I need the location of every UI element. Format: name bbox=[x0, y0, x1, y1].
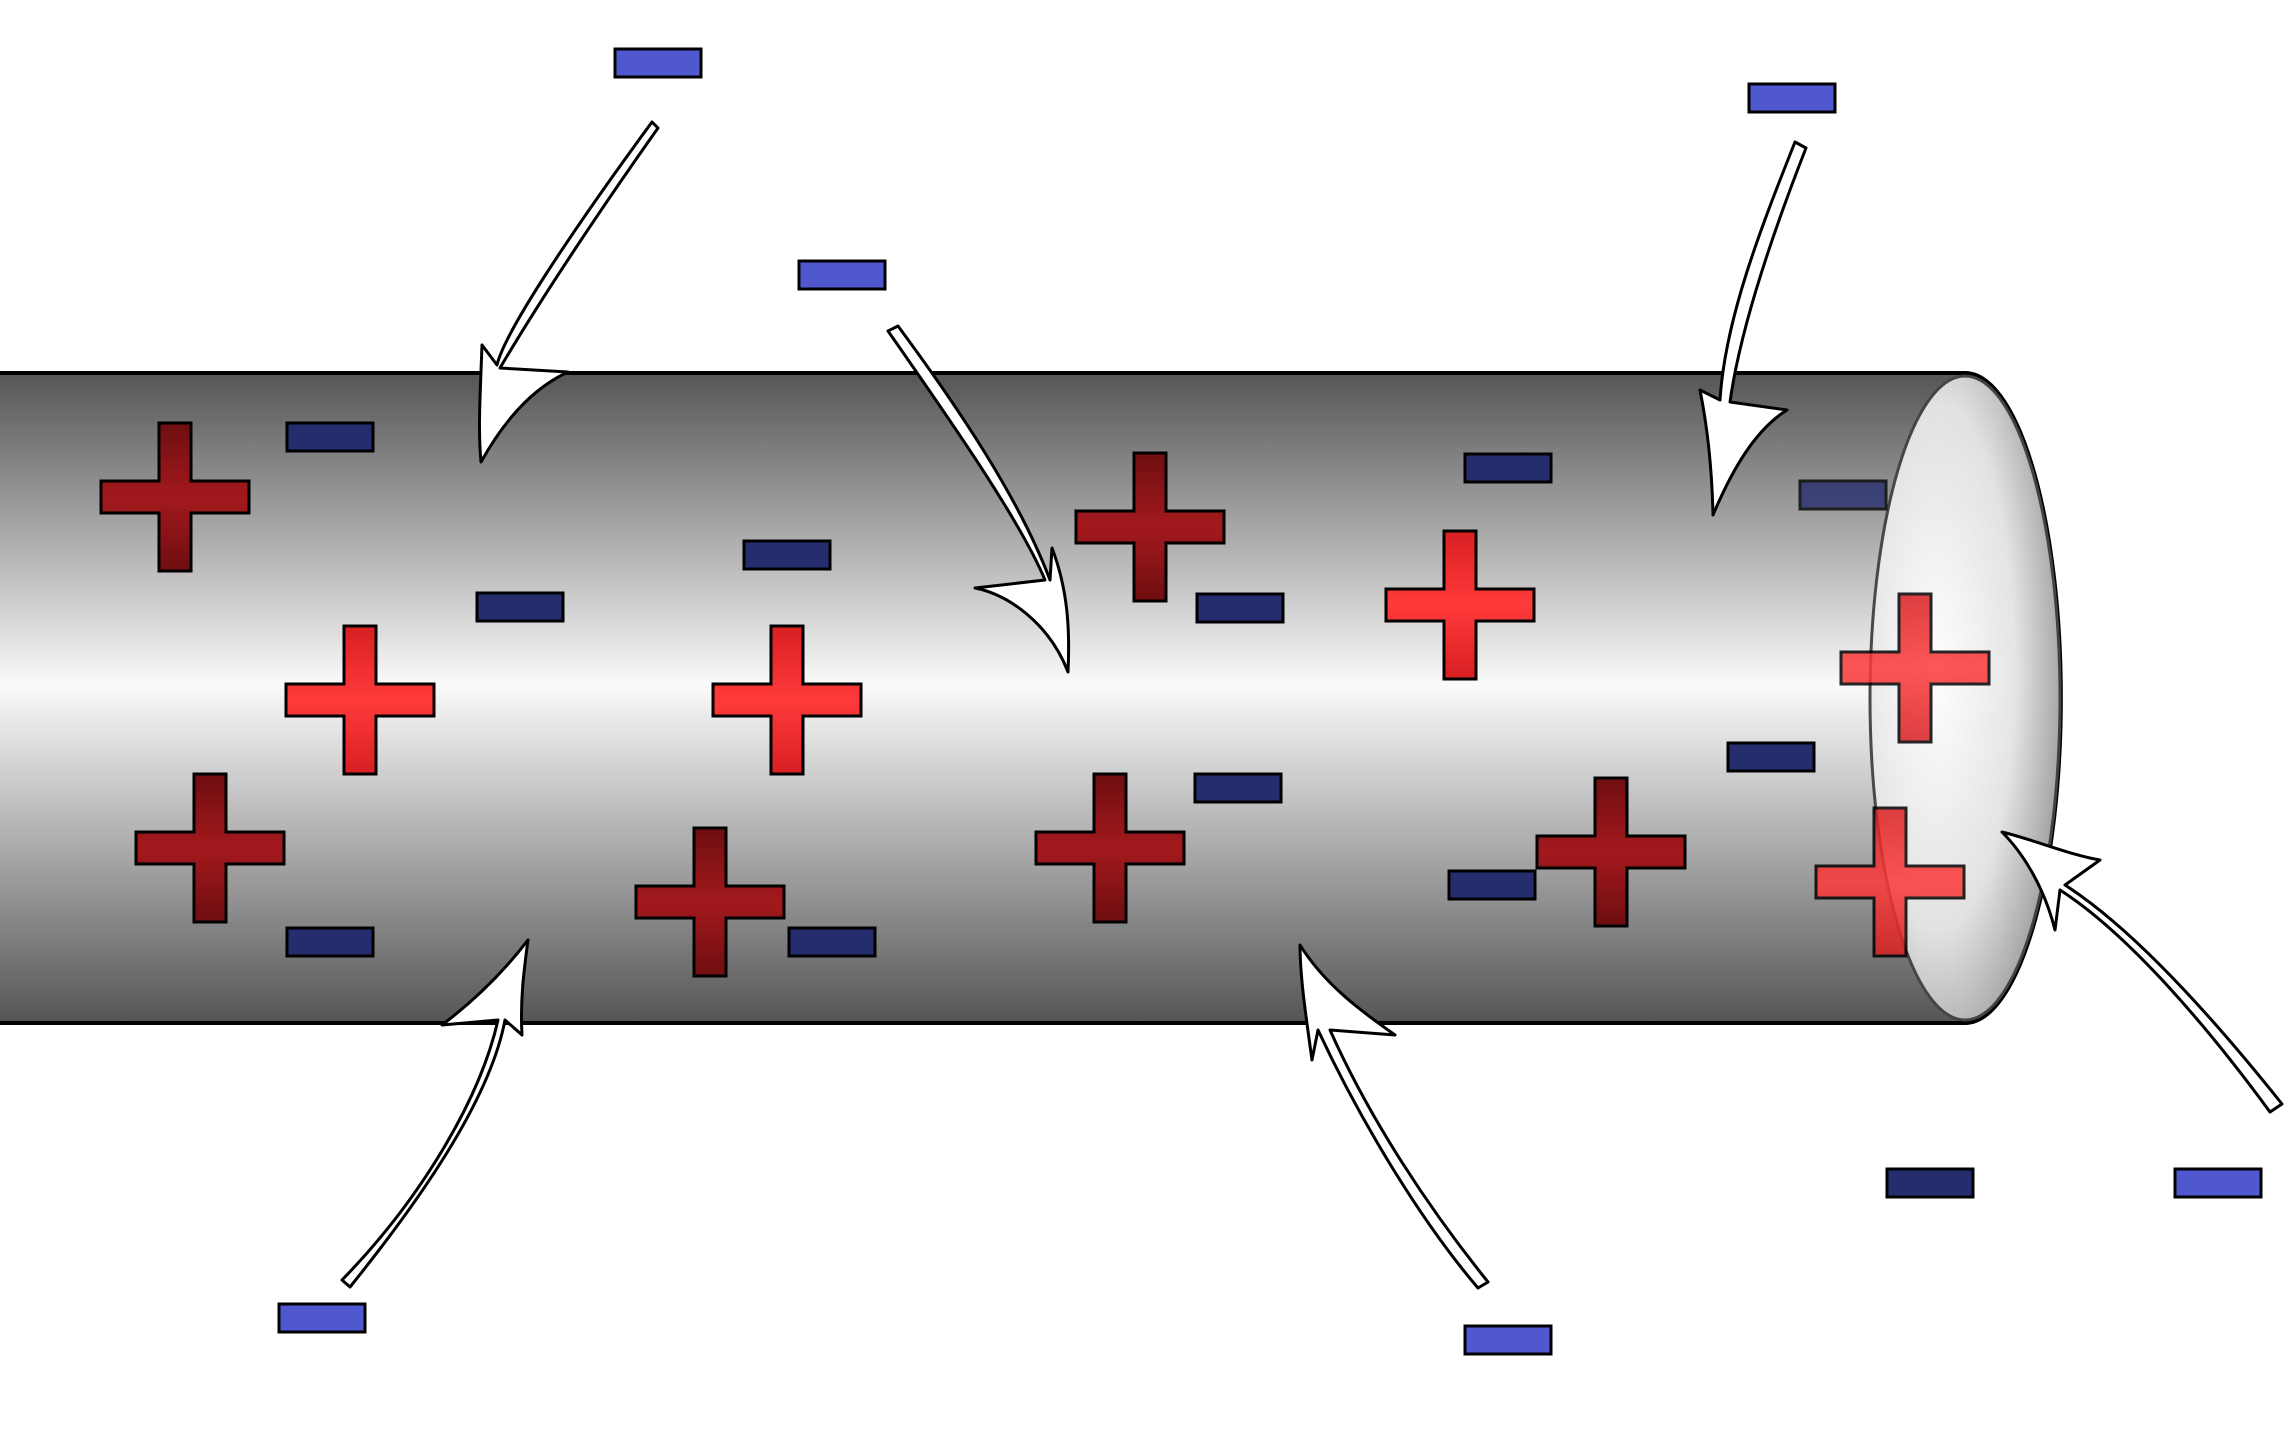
negative-charge bbox=[797, 259, 887, 291]
negative-charge bbox=[1798, 479, 1888, 511]
positive-charge bbox=[284, 624, 436, 776]
negative-charge bbox=[1447, 869, 1537, 901]
negative-charge bbox=[1885, 1167, 1975, 1199]
wire-end-cap bbox=[1868, 374, 2062, 1022]
positive-charge bbox=[1535, 776, 1687, 928]
negative-charge bbox=[1193, 772, 1283, 804]
negative-charge bbox=[475, 591, 565, 623]
negative-charge bbox=[1463, 452, 1553, 484]
arrows-layer bbox=[340, 120, 2284, 1290]
electron-flow-arrow bbox=[1698, 140, 1808, 517]
electron-flow-arrow bbox=[886, 324, 1071, 674]
positive-charge bbox=[1384, 529, 1536, 681]
electron-flow-arrow bbox=[477, 120, 660, 464]
negative-charge bbox=[285, 926, 375, 958]
electron-flow-arrow bbox=[2000, 830, 2284, 1114]
negative-charge bbox=[2173, 1167, 2263, 1199]
electron-flow-arrow bbox=[340, 938, 530, 1289]
positive-charge bbox=[99, 421, 251, 573]
positive-charge bbox=[634, 826, 786, 978]
positive-charge bbox=[1814, 806, 1966, 958]
charges-layer bbox=[99, 47, 2263, 1356]
negative-charge bbox=[742, 539, 832, 571]
negative-charge bbox=[1195, 592, 1285, 624]
negative-charge bbox=[285, 421, 375, 453]
positive-charge bbox=[711, 624, 863, 776]
negative-charge bbox=[613, 47, 703, 79]
positive-charge bbox=[1034, 772, 1186, 924]
negative-charge bbox=[1463, 1324, 1553, 1356]
positive-charge bbox=[1074, 451, 1226, 603]
positive-charge bbox=[1839, 592, 1991, 744]
negative-charge bbox=[277, 1302, 367, 1334]
negative-charge bbox=[787, 926, 877, 958]
positive-charge bbox=[134, 772, 286, 924]
negative-charge bbox=[1726, 741, 1816, 773]
electron-flow-arrow bbox=[1298, 943, 1490, 1290]
negative-charge bbox=[1747, 82, 1837, 114]
